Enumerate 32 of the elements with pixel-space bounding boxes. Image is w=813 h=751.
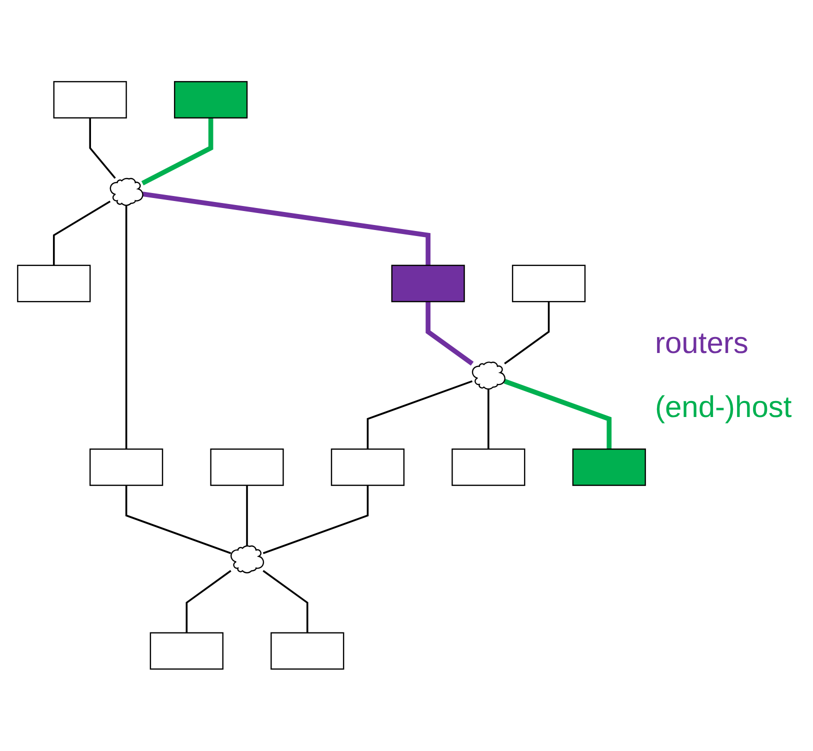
node-box (330, 448, 405, 486)
connector (246, 485, 248, 546)
node-box (174, 81, 248, 119)
connector (504, 379, 612, 450)
connector (125, 485, 232, 554)
connector (141, 118, 214, 186)
connector (142, 192, 430, 266)
node-box (270, 632, 344, 670)
node-box (391, 264, 465, 302)
node-box (210, 448, 284, 486)
connector (262, 485, 369, 554)
connector (426, 302, 474, 366)
connector (186, 570, 232, 633)
connector (89, 118, 116, 179)
node-cloud (230, 545, 264, 574)
node-box (89, 448, 164, 486)
connector (125, 205, 128, 450)
node-box (452, 448, 526, 486)
network-label: (end-)host (655, 390, 793, 424)
node-box (17, 264, 91, 302)
node-cloud (110, 178, 144, 206)
network-label: routers (655, 326, 750, 360)
connector (366, 380, 473, 450)
node-box (53, 81, 127, 119)
connector (488, 388, 490, 450)
node-cloud (472, 362, 506, 390)
node-box (150, 632, 224, 670)
connector (504, 302, 550, 365)
connector (262, 570, 308, 633)
connector (52, 200, 111, 266)
node-box (512, 264, 586, 302)
node-box (572, 448, 646, 486)
